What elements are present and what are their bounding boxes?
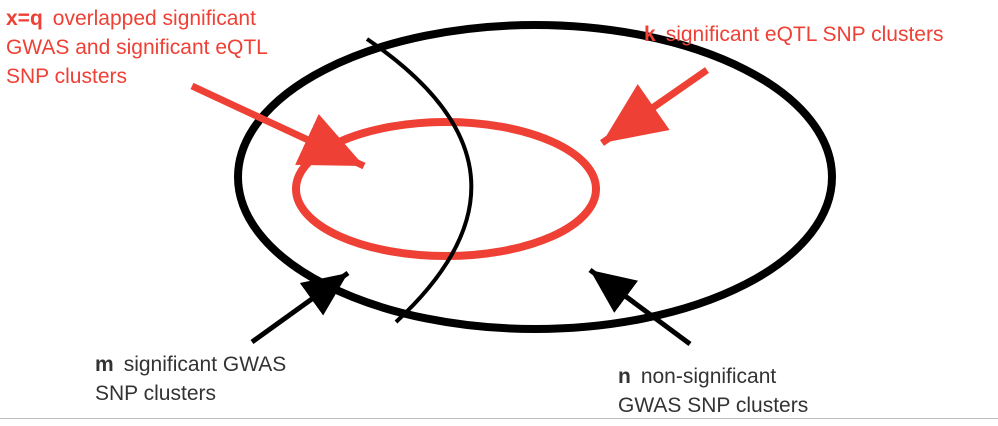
overlap-label: x=q overlapped significant GWAS and signi… <box>6 4 268 91</box>
arrow-nonsig <box>588 267 692 347</box>
overlap-symbol: x=q <box>6 7 43 30</box>
bottom-divider <box>0 418 998 419</box>
gwas-boundary-curve <box>365 37 474 324</box>
arrow-overlap <box>190 82 366 170</box>
overlap-text-line1: overlapped significant <box>52 7 256 30</box>
gwas-label: m significant GWAS SNP clusters <box>95 350 286 408</box>
overlap-text-line3: SNP clusters <box>6 65 127 88</box>
nonsig-text-line2: GWAS SNP clusters <box>618 394 809 417</box>
overlap-text-line2: GWAS and significant eQTL <box>6 36 268 59</box>
nonsig-label: n non-significant GWAS SNP clusters <box>618 362 808 420</box>
gwas-symbol: m <box>95 353 114 376</box>
arrow-gwas <box>250 270 350 345</box>
eqtl-symbol: k <box>644 23 656 46</box>
eqtl-label: k significant eQTL SNP clusters <box>644 20 943 49</box>
eqtl-ellipse <box>292 118 600 260</box>
outer-ellipse-all-clusters <box>234 21 836 333</box>
arrow-eqtl <box>600 67 709 146</box>
eqtl-text: significant eQTL SNP clusters <box>665 23 944 46</box>
nonsig-text-line1: non-significant <box>640 365 777 388</box>
gwas-text-line2: SNP clusters <box>95 382 216 405</box>
gwas-text-line1: significant GWAS <box>123 353 287 376</box>
nonsig-symbol: n <box>618 365 631 388</box>
